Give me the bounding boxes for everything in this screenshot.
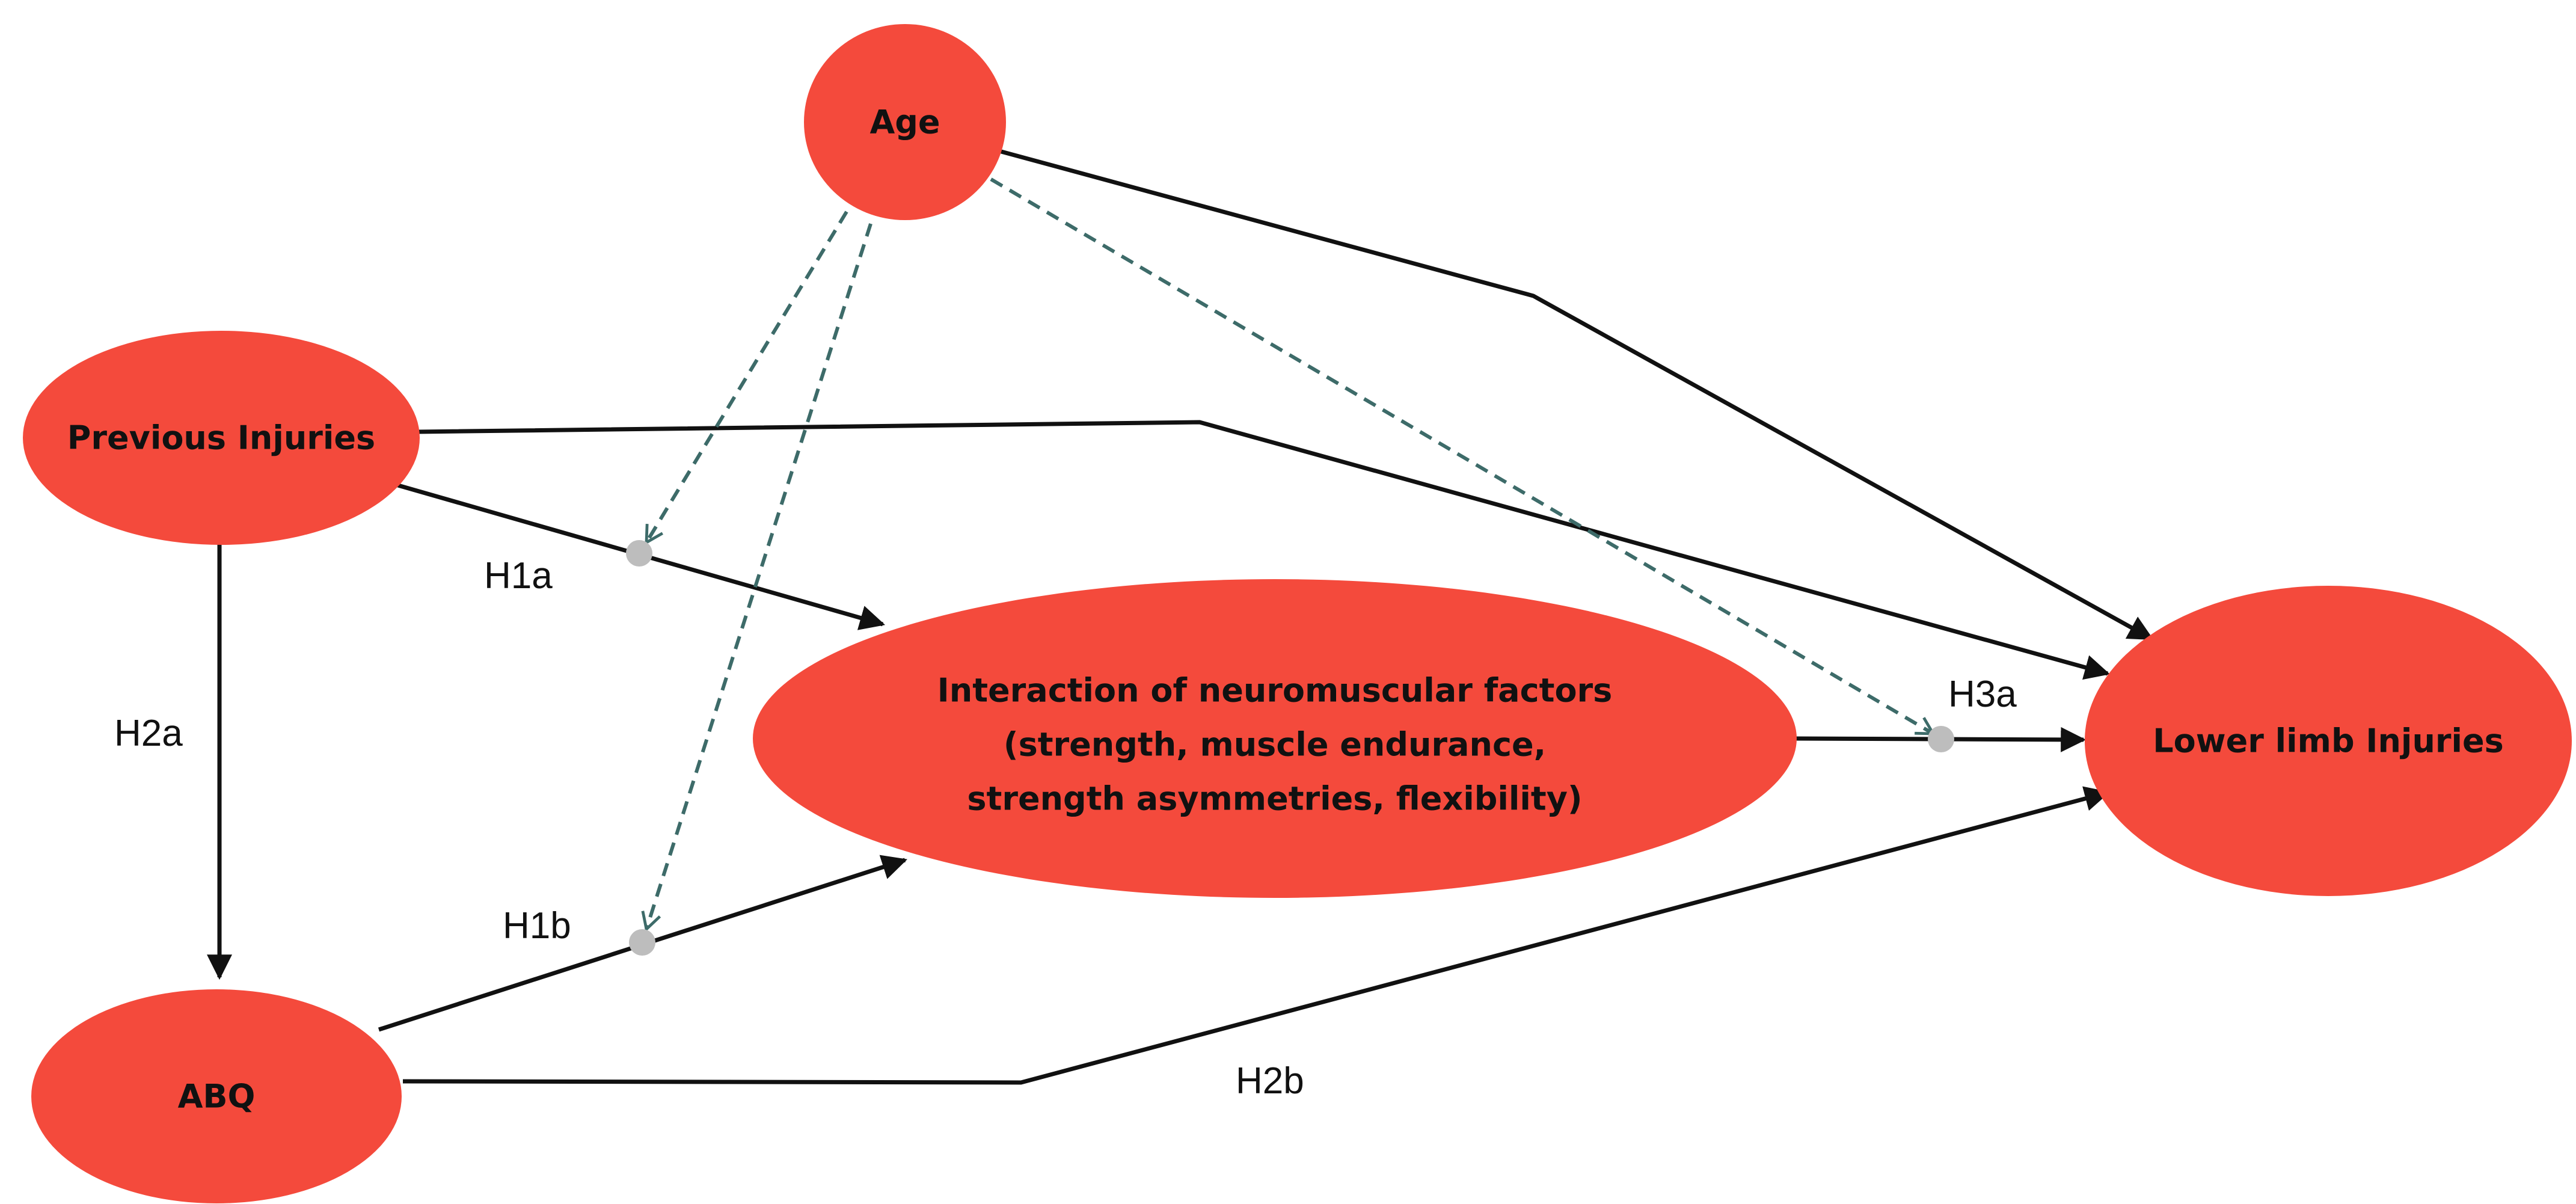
node-abq: ABQ: [31, 989, 402, 1203]
edge-age-to-lower-limb: [1001, 149, 2154, 641]
node-lower-limb-injuries: Lower limb Injuries: [2085, 586, 2572, 896]
node-lower-limb-injuries-label: Lower limb Injuries: [2153, 722, 2504, 760]
hypothesis-label-h1a: H1a: [484, 555, 553, 597]
node-lower-limb-injuries-shape: [2085, 586, 2572, 896]
node-neuromuscular: Interaction of neuromuscular factors (st…: [753, 579, 1797, 898]
node-previous-injuries-label: Previous Injuries: [67, 419, 375, 457]
moderation-age-to-h1a: [645, 210, 848, 545]
edge-previous-injuries-to-lower-limb: [417, 420, 2111, 680]
edge-abq-to-lower-limb: [402, 786, 2111, 1085]
moderation-age-to-h3a: [990, 177, 1936, 736]
node-age-label: Age: [869, 103, 940, 141]
junction-h1b: [629, 929, 655, 956]
hypothesis-label-h1b: H1b: [503, 905, 571, 947]
node-abq-label: ABQ: [178, 1078, 256, 1116]
junction-h1a: [626, 540, 652, 567]
moderation-age-to-h1b: [641, 223, 872, 932]
hypothesis-label-h2b: H2b: [1236, 1060, 1304, 1102]
node-previous-injuries: Previous Injuries: [23, 331, 420, 545]
node-previous-injuries-shape: [23, 331, 420, 545]
node-neuromuscular-shape: [753, 579, 1797, 898]
hypothesis-label-h2a: H2a: [114, 713, 183, 754]
node-abq-shape: [31, 989, 402, 1203]
node-neuromuscular-line1: Interaction of neuromuscular factors: [937, 672, 1613, 710]
hypothesis-label-h3a: H3a: [1948, 674, 2017, 715]
node-neuromuscular-line3: strength asymmetries, flexibility): [967, 780, 1582, 818]
node-age: Age: [804, 24, 1006, 220]
node-age-shape: [804, 24, 1006, 220]
junction-h3a: [1928, 726, 1954, 752]
node-neuromuscular-line2: (strength, muscle endurance,: [1004, 726, 1546, 764]
